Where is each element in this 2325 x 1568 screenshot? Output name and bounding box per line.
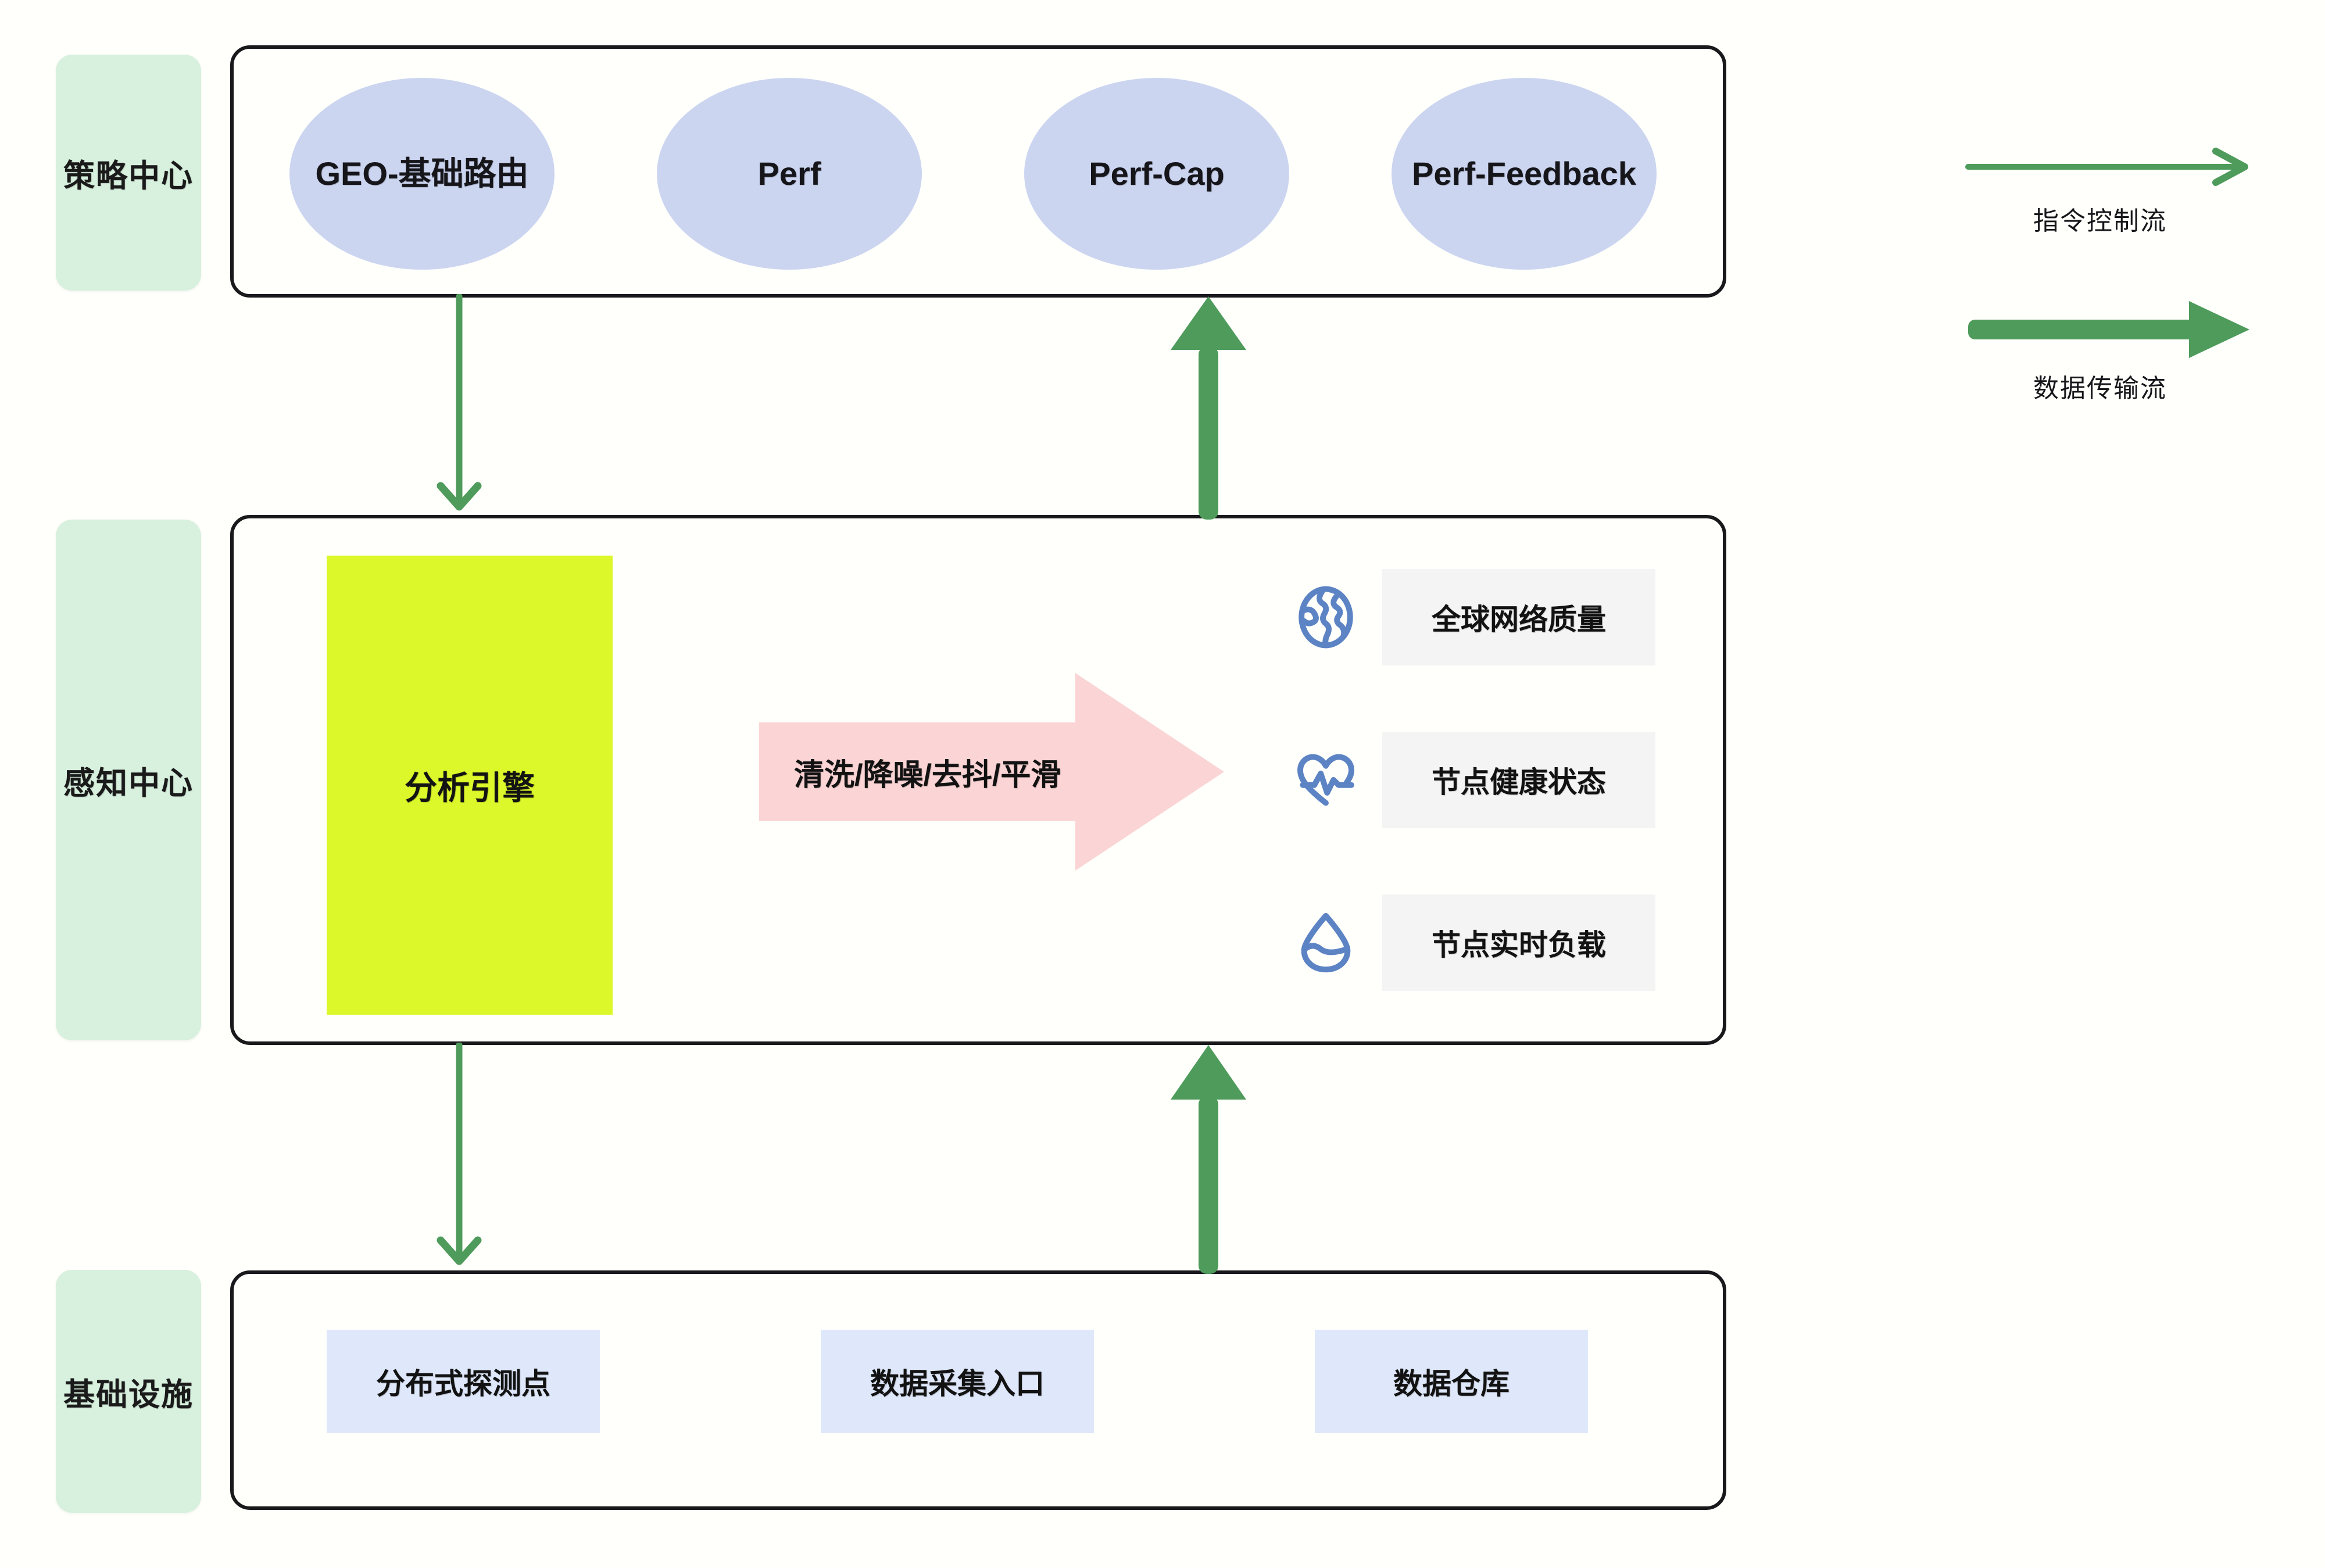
analysis-engine-label: 分析引擎 bbox=[405, 769, 535, 806]
infra-node-data-warehouse[interactable]: 数据仓库 bbox=[1315, 1330, 1588, 1433]
layer-card-label: 感知中心 bbox=[63, 765, 194, 801]
layer-card-label: 策略中心 bbox=[63, 158, 194, 194]
layer-card-infrastructure: 基础设施 bbox=[56, 1270, 201, 1513]
metric-label: 节点健康状态 bbox=[1432, 766, 1606, 799]
metric-label: 全球网络质量 bbox=[1432, 603, 1606, 636]
infra-node-label: 数据仓库 bbox=[1393, 1367, 1510, 1400]
analysis-engine-box[interactable]: 分析引擎 bbox=[327, 556, 613, 1015]
connector-data-flow-perception-to-strategy bbox=[1171, 296, 1246, 520]
strategy-node-geo-base-routing[interactable]: GEO-基础路由 bbox=[289, 78, 555, 270]
strategy-node-label: Perf-Cap bbox=[1089, 155, 1225, 192]
connector-control-flow-perception-to-infrastructure bbox=[437, 1043, 482, 1265]
legend-item-data-flow: 数据传输流 bbox=[1965, 298, 2267, 414]
layer-card-label: 基础设施 bbox=[63, 1377, 194, 1412]
infra-node-label: 分布式探测点 bbox=[376, 1367, 550, 1400]
metric-row-node-health-status[interactable]: 节点健康状态 bbox=[1294, 732, 1655, 828]
connector-control-flow-strategy-to-perception bbox=[437, 294, 482, 511]
metric-chip: 节点健康状态 bbox=[1382, 732, 1655, 828]
strategy-node-label: Perf-Feedback bbox=[1412, 155, 1636, 192]
legend-item-control-flow: 指令控制流 bbox=[1965, 146, 2267, 257]
strategy-node-perf[interactable]: Perf bbox=[657, 78, 922, 270]
layer-card-strategy: 策略中心 bbox=[56, 55, 201, 291]
infra-node-distributed-probes[interactable]: 分布式探测点 bbox=[327, 1330, 600, 1433]
metric-chip: 节点实时负载 bbox=[1382, 894, 1655, 991]
strategy-node-label: GEO-基础路由 bbox=[315, 155, 529, 192]
globe-icon bbox=[1294, 585, 1358, 649]
metric-row-node-realtime-load[interactable]: 节点实时负载 bbox=[1294, 894, 1655, 991]
water-drop-icon bbox=[1294, 911, 1358, 975]
connector-data-flow-infrastructure-to-perception bbox=[1171, 1045, 1246, 1274]
perception-panel: 分析引擎 清洗/降噪/去抖/平滑 全球网络质量 bbox=[230, 515, 1726, 1045]
metric-row-global-network-quality[interactable]: 全球网络质量 bbox=[1294, 569, 1655, 665]
data-processing-arrow: 清洗/降噪/去抖/平滑 bbox=[759, 673, 1224, 871]
strategy-node-perf-cap[interactable]: Perf-Cap bbox=[1024, 78, 1289, 270]
layer-card-perception: 感知中心 bbox=[56, 520, 201, 1040]
metric-label: 节点实时负载 bbox=[1432, 929, 1606, 961]
infra-node-label: 数据采集入口 bbox=[870, 1367, 1045, 1400]
metric-chip: 全球网络质量 bbox=[1382, 569, 1655, 665]
infra-node-data-collection-gateway[interactable]: 数据采集入口 bbox=[821, 1330, 1094, 1433]
control-flow-arrow-icon bbox=[1965, 148, 2248, 186]
strategy-node-label: Perf bbox=[757, 155, 821, 192]
data-processing-arrow-label: 清洗/降噪/去抖/平滑 bbox=[794, 758, 1061, 792]
infrastructure-panel: 分布式探测点 数据采集入口 数据仓库 bbox=[230, 1270, 1726, 1510]
legend-label: 指令控制流 bbox=[2033, 207, 2167, 235]
strategy-node-perf-feedback[interactable]: Perf-Feedback bbox=[1392, 78, 1657, 270]
heart-pulse-icon bbox=[1294, 748, 1358, 812]
strategy-panel: GEO-基础路由 Perf Perf-Cap Perf-Feedback bbox=[230, 45, 1726, 298]
legend-label: 数据传输流 bbox=[2033, 374, 2167, 403]
data-flow-arrow-icon bbox=[1968, 301, 2249, 358]
